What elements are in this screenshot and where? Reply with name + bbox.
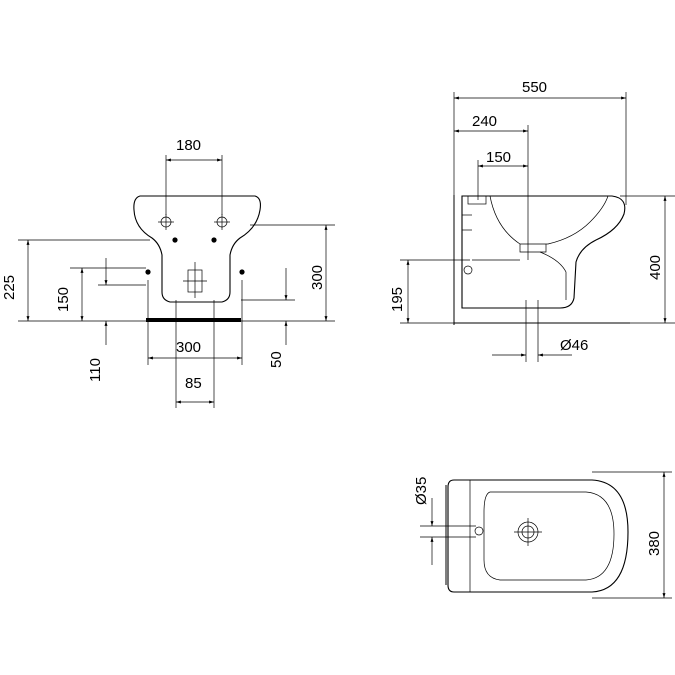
fixing-point: [239, 269, 245, 275]
fixing-point: [145, 269, 151, 275]
dim-dia-35: Ø35: [413, 477, 430, 505]
dim-offset-50: 50: [268, 351, 285, 368]
dim-150: 150: [486, 149, 511, 166]
dim-tap-spacing: 180: [176, 137, 201, 154]
side-view: 550 240 150 400 195 Ø46: [389, 79, 675, 362]
dim-240: 240: [472, 113, 497, 130]
dim-height-225: 225: [1, 275, 18, 300]
dim-waste-195: 195: [389, 287, 406, 312]
dim-height-400: 400: [647, 255, 664, 280]
top-view: Ø35 380: [413, 471, 672, 599]
fixing-point: [211, 237, 217, 243]
dim-waste-85: 85: [185, 375, 202, 392]
front-bidet-body: [133, 195, 261, 303]
dim-depth-550: 550: [522, 79, 547, 96]
dim-inlet-150: 150: [55, 287, 72, 312]
front-base-plate: [146, 318, 241, 322]
dim-width-380: 380: [646, 531, 663, 556]
top-tap-hole: [474, 526, 484, 536]
dim-width-300: 300: [176, 339, 201, 356]
fixing-point: [172, 237, 178, 243]
dim-fixing-110: 110: [87, 358, 104, 382]
front-view: 180 225 150 110 300 50 300 85: [1, 137, 335, 408]
dim-height-300: 300: [309, 265, 326, 290]
dim-waste-dia: Ø46: [560, 337, 588, 354]
top-bidet-rim: [447, 479, 629, 593]
